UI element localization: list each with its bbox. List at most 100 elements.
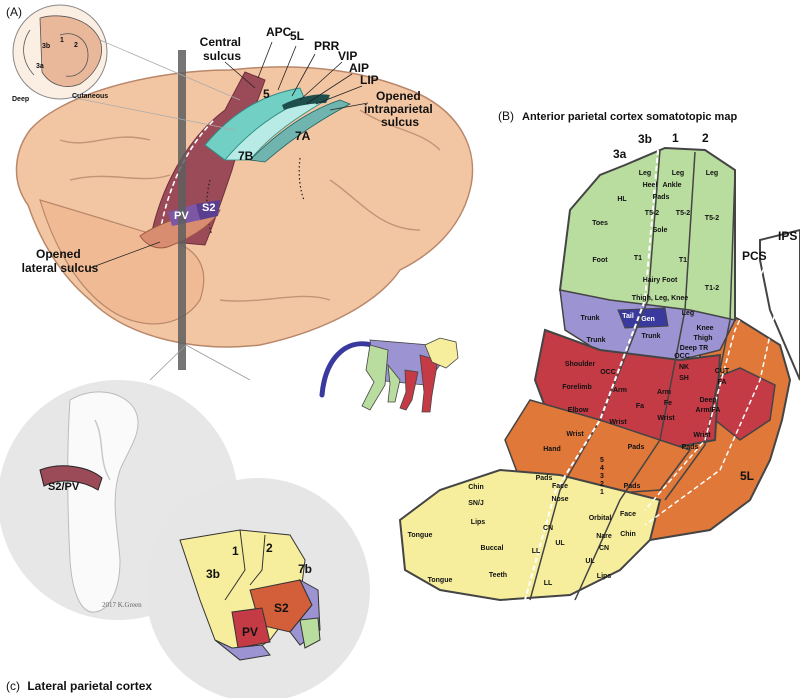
tail-gen-region — [617, 307, 669, 329]
column-divider — [574, 151, 696, 601]
zoom-pv-label: PV — [242, 625, 258, 639]
brain-sulcus — [219, 295, 331, 302]
panel-c-title: (c) Lateral parietal cortex — [6, 679, 152, 693]
column-3b-label: 3b — [638, 132, 652, 146]
region-label: Pads — [624, 483, 641, 490]
region-label: 1 — [600, 489, 604, 496]
region-label: OCC — [600, 369, 616, 376]
coronal-sulcus — [94, 419, 111, 481]
column-2-label: 2 — [702, 131, 709, 145]
pointer-lip — [315, 85, 363, 105]
zoom-line — [185, 344, 251, 381]
inset-gyrus-inner — [59, 33, 89, 77]
region-label: Thigh, Leg, Knee — [632, 295, 688, 302]
lip-label: LIP — [360, 73, 379, 87]
region-label: Tongue — [428, 577, 453, 584]
region-label: Tail — [622, 313, 634, 320]
zoom-s2-label: S2 — [274, 601, 289, 615]
panel-b-label: (B) — [498, 109, 514, 123]
region-label: Chin — [620, 531, 636, 538]
monkey-tail — [319, 341, 375, 398]
region-label: Foot — [592, 257, 608, 264]
region-label: Tongue — [408, 532, 433, 539]
region-label: Teeth — [489, 572, 507, 579]
region-label: HL — [617, 196, 627, 203]
column-3a-label: 3a — [613, 147, 627, 161]
region-label: Hand — [543, 446, 561, 453]
region-label: Orbital — [589, 515, 612, 522]
region-label: Nose — [551, 496, 568, 503]
ips-label: IPS — [778, 229, 797, 243]
zoom-2-label: 2 — [266, 541, 273, 555]
apc-label: APC — [266, 25, 292, 39]
pointer-apc — [257, 41, 273, 79]
opened-ips-label: Opened intraparietal sulcus — [364, 89, 436, 129]
zoom-sulcus — [224, 529, 246, 601]
zoom-3b-label: 3b — [206, 567, 220, 581]
region-label: Ankle — [662, 182, 681, 189]
region-label: UL — [555, 540, 565, 547]
region-label: Leg — [682, 310, 694, 317]
column-1-label: 1 — [672, 131, 679, 145]
inset-zoom-line — [99, 39, 241, 101]
region-label: Pads — [628, 444, 645, 451]
temporal-lobe — [39, 199, 205, 325]
region-label: Wrist — [566, 431, 584, 438]
pointer-lateral-sulcus — [89, 241, 161, 269]
region-label: Leg — [639, 170, 651, 177]
region-label: Buccal — [481, 545, 504, 552]
region-label: Lips — [471, 519, 485, 526]
region-label: CUT — [715, 368, 730, 375]
region-label: UL — [585, 558, 595, 565]
region-label: Pads — [682, 444, 699, 451]
s2-region — [196, 200, 220, 220]
inset-gyrus-inner — [23, 29, 35, 76]
area-5-light — [224, 97, 331, 161]
region-label: Wrist — [693, 432, 711, 439]
s2-pv-strip — [39, 465, 103, 491]
coronal-slice — [67, 391, 139, 613]
region-label: NK — [679, 364, 689, 371]
region-label: OCC — [674, 353, 690, 360]
region-label: Face — [552, 483, 568, 490]
region-label: 3 — [600, 473, 604, 480]
region-label: T1-2 — [705, 285, 720, 292]
pointer-5l — [277, 45, 297, 91]
somatotopic-map: (B) Anterior parietal cortex somatotopic… — [398, 109, 800, 602]
region-label: Trunk — [580, 315, 599, 322]
region-label: Arm — [657, 389, 671, 396]
region-label: T1 — [634, 255, 642, 262]
5l-label: 5L — [290, 29, 304, 43]
column-divider — [529, 149, 661, 601]
monkey-illustration — [319, 337, 459, 413]
central-sulcus-label: Central sulcus — [200, 35, 245, 63]
inset-gyrus — [39, 15, 102, 87]
zoom-green-region — [299, 617, 321, 649]
region-label: Nare — [596, 533, 612, 540]
region-label: Hairy Foot — [643, 277, 678, 284]
region-label: Deep — [699, 397, 716, 404]
zoom-sulcus — [249, 534, 266, 586]
region-label: Elbow — [568, 407, 589, 414]
zoom-pv-region — [231, 607, 271, 649]
panel-b-title: Anterior parietal cortex somatotopic map — [522, 111, 737, 123]
pcs-dashed — [644, 254, 771, 511]
face-region — [398, 468, 662, 602]
region-label: LL — [532, 548, 541, 555]
pv-label: PV — [174, 210, 189, 222]
region-label: Fa — [636, 403, 644, 410]
pointer-central-sulcus — [224, 61, 256, 89]
brain-sulcus — [359, 109, 441, 151]
region-label: Chin — [468, 484, 484, 491]
region-label: Leg — [706, 170, 718, 177]
pointer-ips — [329, 102, 369, 111]
prr-vip-aip-region — [249, 99, 351, 163]
area-5-label: 5 — [263, 87, 270, 101]
dotted-boundary — [298, 157, 305, 201]
s2-label: S2 — [202, 202, 215, 214]
region-label: FA — [718, 379, 727, 386]
region-label: SH — [679, 375, 689, 382]
region-label: Arm/FA — [696, 407, 721, 414]
inset-3a-label: 3a — [36, 63, 44, 70]
